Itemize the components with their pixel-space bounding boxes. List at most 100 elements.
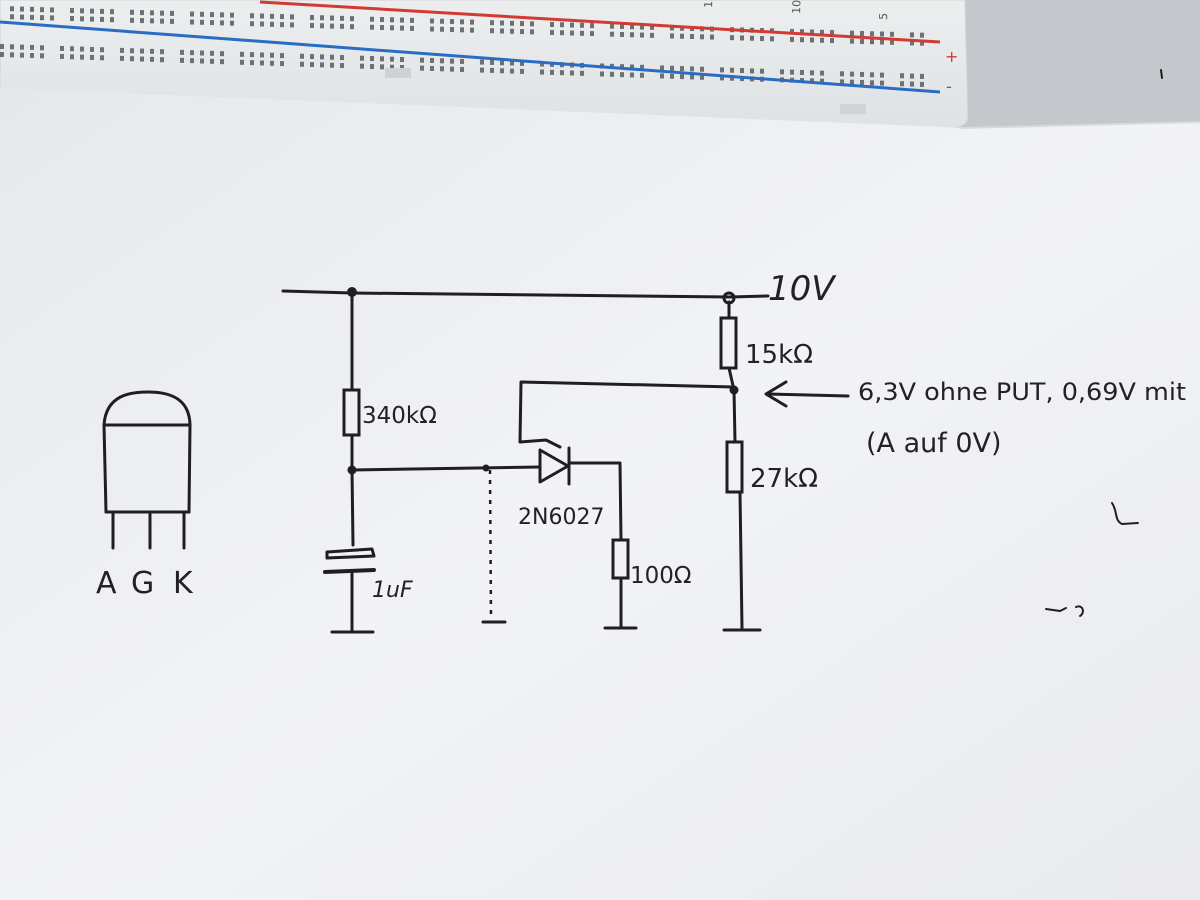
breadboard-hole: [170, 18, 174, 24]
breadboard-hole: [220, 59, 224, 65]
breadboard-hole: [0, 44, 4, 49]
breadboard-hole: [690, 74, 694, 80]
breadboard-hole: [870, 72, 874, 78]
breadboard-hole: [350, 16, 354, 22]
breadboard-hole: [130, 48, 134, 54]
breadboard-hole: [40, 7, 44, 13]
breadboard-hole: [810, 78, 814, 84]
breadboard-column-15: 15: [702, 0, 715, 8]
breadboard-hole: [280, 22, 284, 28]
breadboard-hole: [40, 53, 44, 59]
breadboard-hole: [710, 34, 714, 40]
breadboard-hole: [910, 32, 914, 38]
breadboard-hole: [430, 57, 434, 63]
breadboard-holes: [0, 6, 924, 87]
breadboard-hole: [80, 46, 84, 52]
breadboard-tab: [840, 104, 866, 114]
breadboard-hole: [790, 69, 794, 75]
breadboard-hole: [40, 45, 44, 51]
breadboard-hole: [650, 24, 654, 30]
breadboard-hole: [700, 34, 704, 40]
breadboard-hole: [340, 15, 344, 21]
breadboard-hole: [10, 52, 14, 58]
resistor-15k-label: 15kΩ: [745, 340, 813, 370]
breadboard-hole: [150, 10, 154, 16]
breadboard-hole: [660, 65, 664, 71]
breadboard-hole: [740, 68, 744, 74]
breadboard-hole: [380, 64, 384, 70]
breadboard-hole: [580, 70, 584, 76]
breadboard-hole: [740, 35, 744, 41]
breadboard-hole: [590, 31, 594, 37]
breadboard-hole: [920, 32, 924, 38]
breadboard-hole: [280, 53, 284, 59]
breadboard-hole: [310, 22, 314, 28]
breadboard-hole: [590, 23, 594, 29]
breadboard-hole: [190, 58, 194, 64]
breadboard-hole: [120, 55, 124, 61]
breadboard-hole: [210, 58, 214, 64]
breadboard-hole: [750, 68, 754, 74]
breadboard-hole: [140, 18, 144, 24]
breadboard-hole: [550, 21, 554, 27]
supply-voltage-label: 10V: [768, 269, 837, 309]
breadboard-hole: [570, 30, 574, 36]
stray-scribble: [1111, 502, 1139, 525]
breadboard-hole: [450, 19, 454, 25]
breadboard-hole: [420, 65, 424, 71]
breadboard-hole: [180, 49, 184, 55]
breadboard-hole: [410, 17, 414, 23]
breadboard-hole: [200, 58, 204, 64]
breadboard-hole: [70, 46, 74, 52]
breadboard-hole: [100, 47, 104, 53]
breadboard-hole: [440, 58, 444, 64]
breadboard-hole: [760, 36, 764, 42]
breadboard-hole: [270, 21, 274, 27]
breadboard-hole: [320, 54, 324, 60]
put-part-label: 2N6027: [518, 505, 604, 530]
breadboard-hole: [130, 17, 134, 23]
breadboard-hole: [640, 72, 644, 78]
breadboard-hole: [310, 14, 314, 20]
breadboard-hole: [730, 35, 734, 41]
breadboard-hole: [90, 16, 94, 22]
breadboard-hole: [810, 70, 814, 76]
breadboard-hole: [910, 73, 914, 79]
breadboard-hole: [690, 66, 694, 72]
breadboard-hole: [430, 65, 434, 71]
breadboard-hole: [490, 20, 494, 26]
breadboard-hole: [840, 79, 844, 85]
breadboard-hole: [450, 58, 454, 64]
breadboard-hole: [150, 48, 154, 54]
breadboard-column-10: 10: [790, 0, 803, 14]
breadboard-hole: [80, 54, 84, 60]
breadboard-hole: [850, 30, 854, 36]
breadboard-hole: [850, 71, 854, 77]
breadboard-hole: [460, 58, 464, 64]
breadboard-hole: [10, 44, 14, 50]
breadboard-hole: [620, 31, 624, 37]
breadboard-hole: [690, 34, 694, 40]
breadboard-hole: [460, 19, 464, 25]
junction-dot: [482, 464, 490, 472]
breadboard-hole: [800, 70, 804, 75]
breadboard-hole: [670, 65, 674, 71]
breadboard-hole: [730, 75, 734, 81]
stray-scribble: [1045, 605, 1084, 617]
breadboard-hole: [150, 56, 154, 62]
paper-edge-shadow: [959, 121, 1200, 129]
breadboard-hole: [380, 56, 384, 62]
breadboard-hole: [400, 17, 404, 23]
breadboard-hole: [190, 19, 194, 25]
breadboard-hole: [570, 70, 574, 76]
breadboard-hole: [580, 30, 584, 36]
breadboard-hole: [470, 27, 474, 33]
breadboard-hole: [10, 6, 14, 12]
breadboard-hole: [880, 72, 884, 78]
breadboard-hole: [860, 30, 864, 36]
breadboard-hole: [640, 64, 644, 70]
breadboard-hole: [340, 23, 344, 29]
breadboard-hole: [320, 15, 324, 21]
breadboard-hole: [840, 71, 844, 77]
breadboard-hole: [610, 71, 614, 77]
